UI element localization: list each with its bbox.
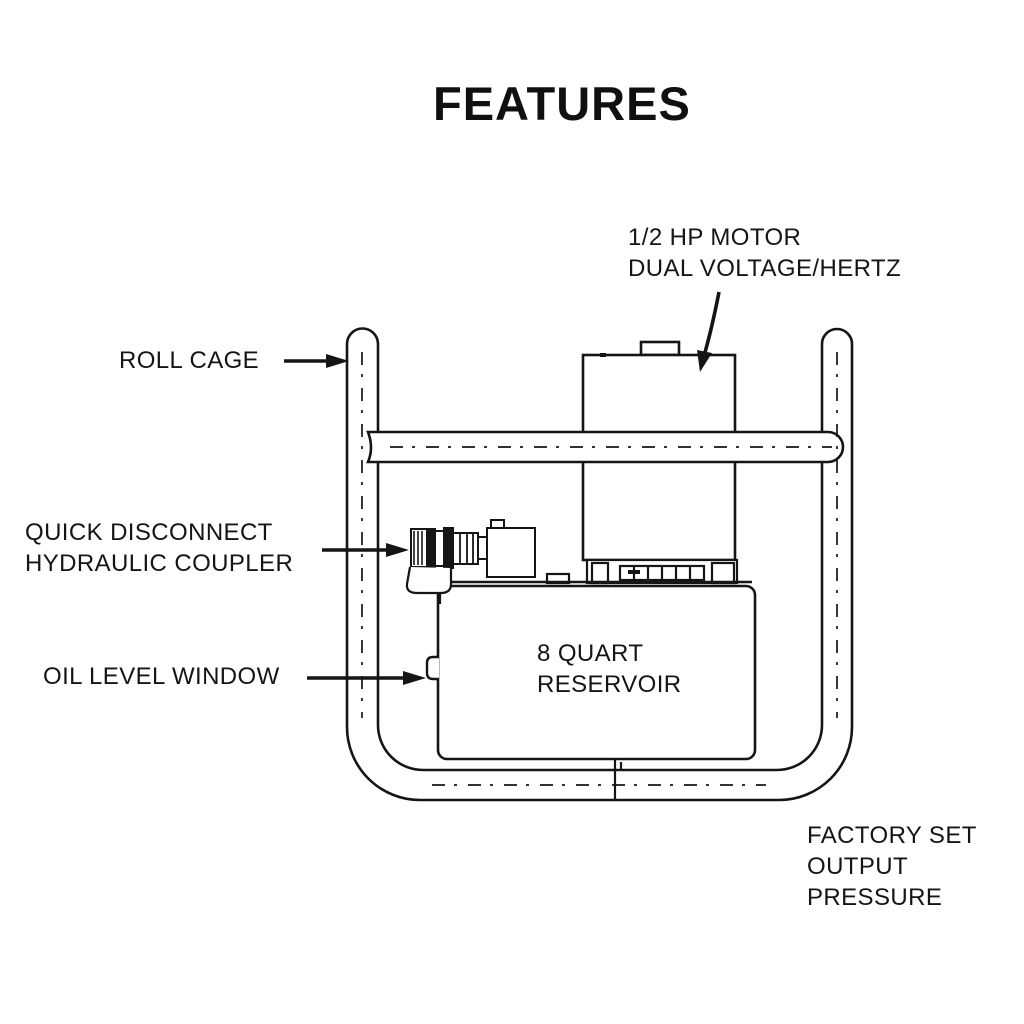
callout-arrows [284,291,721,685]
label-motor: 1/2 HP MOTOR DUAL VOLTAGE/HERTZ [628,224,902,282]
label-coupler: QUICK DISCONNECT HYDRAULIC COUPLER [25,519,294,577]
oil-level-window-shape [425,655,439,681]
tube-highlight-lines [361,352,838,786]
roll-cage-crossbar [366,430,845,464]
coupler-dust-cap [405,566,453,595]
roll-cage-outline [345,327,854,802]
label-roll-cage: ROLL CAGE [119,347,260,374]
page-title: FEATURES [433,77,691,130]
coupler-assembly [410,519,536,578]
label-output-pressure: FACTORY SET OUTPUT PRESSURE [807,822,977,911]
pump-base-assembly [452,558,752,585]
label-reservoir: 8 QUART RESERVOIR [537,640,682,698]
coupler-arrow [322,543,409,557]
label-oil-window: OIL LEVEL WINDOW [43,663,280,690]
motor-arrow [697,291,721,372]
roll-cage-arrow [284,354,349,368]
oil-window-arrow [307,671,426,685]
